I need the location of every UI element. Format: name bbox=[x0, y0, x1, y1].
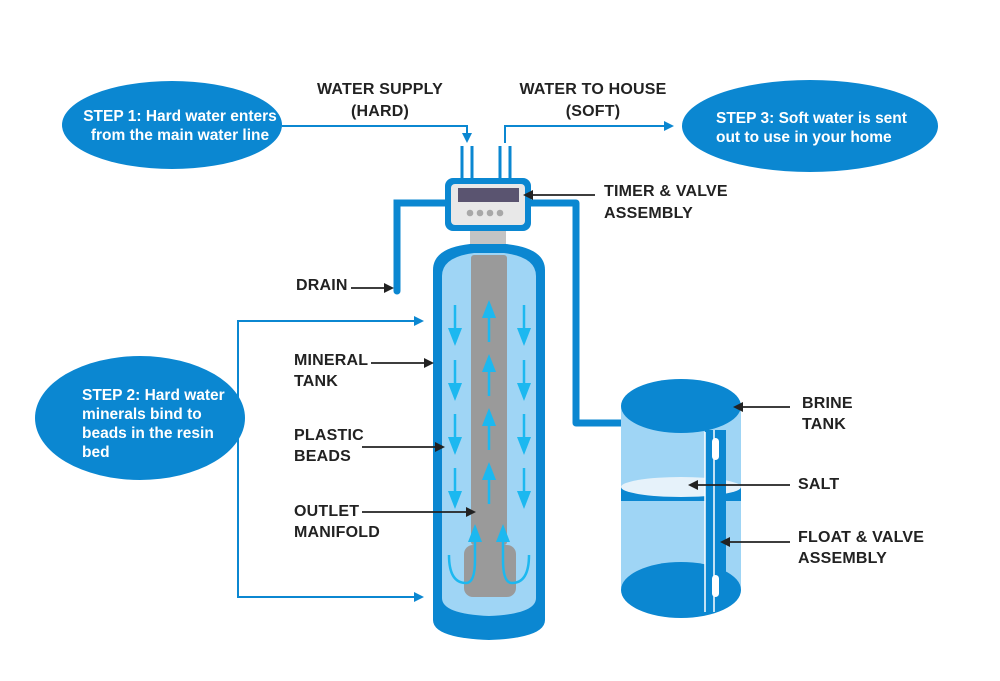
step-2-line-1: STEP 2: Hard water bbox=[82, 387, 225, 404]
step-2-line-3: beads in the resin bbox=[82, 425, 214, 442]
label-water-to-house: WATER TO HOUSE (SOFT) bbox=[519, 81, 666, 120]
svg-text:SALT: SALT bbox=[798, 476, 839, 493]
svg-text:WATER SUPPLY: WATER SUPPLY bbox=[317, 81, 443, 98]
outlet-manifold bbox=[471, 255, 507, 545]
float-lower bbox=[712, 575, 719, 597]
svg-text:MINERAL: MINERAL bbox=[294, 352, 368, 369]
control-button bbox=[486, 209, 494, 217]
svg-text:BEADS: BEADS bbox=[294, 448, 351, 465]
svg-text:TANK: TANK bbox=[294, 373, 338, 390]
label-plastic-beads: PLASTIC BEADS bbox=[294, 427, 445, 465]
svg-text:TIMER & VALVE: TIMER & VALVE bbox=[604, 183, 728, 200]
step-1-line-2: from the main water line bbox=[91, 127, 270, 144]
svg-text:ASSEMBLY: ASSEMBLY bbox=[798, 550, 887, 567]
drain-pipe bbox=[393, 199, 450, 295]
svg-text:WATER TO HOUSE: WATER TO HOUSE bbox=[519, 81, 666, 98]
step-3-line-2: out to use in your home bbox=[716, 129, 892, 146]
label-mineral-tank: MINERAL TANK bbox=[294, 352, 434, 390]
svg-text:OUTLET: OUTLET bbox=[294, 503, 359, 520]
step-2-line-4: bed bbox=[82, 444, 110, 461]
step-1-line-1: STEP 1: Hard water enters bbox=[83, 108, 277, 125]
label-salt: SALT bbox=[688, 476, 839, 493]
brine-tank bbox=[621, 379, 741, 618]
label-drain: DRAIN bbox=[296, 277, 394, 294]
step2-bracket-arrow bbox=[237, 320, 420, 598]
svg-text:(HARD): (HARD) bbox=[351, 103, 409, 120]
svg-text:PLASTIC: PLASTIC bbox=[294, 427, 364, 444]
control-button bbox=[496, 209, 504, 217]
svg-text:MANIFOLD: MANIFOLD bbox=[294, 524, 380, 541]
house-flow-arrow bbox=[504, 121, 674, 143]
timer-display bbox=[458, 188, 519, 202]
up-flow-arrows-center bbox=[482, 300, 496, 504]
label-float-valve: FLOAT & VALVE ASSEMBLY bbox=[720, 529, 924, 567]
label-timer-valve: TIMER & VALVE ASSEMBLY bbox=[523, 183, 728, 222]
step-2-bubble: STEP 2: Hard water minerals bind to bead… bbox=[35, 356, 245, 480]
svg-text:DRAIN: DRAIN bbox=[296, 277, 348, 294]
float-upper bbox=[712, 438, 719, 460]
label-outlet-manifold: OUTLET MANIFOLD bbox=[294, 503, 476, 541]
svg-text:ASSEMBLY: ASSEMBLY bbox=[604, 205, 693, 222]
label-brine-tank: BRINE TANK bbox=[733, 395, 853, 433]
label-water-supply: WATER SUPPLY (HARD) bbox=[317, 81, 443, 120]
down-flow-arrows-right bbox=[517, 305, 531, 509]
step-2-line-2: minerals bind to bbox=[82, 406, 202, 423]
timer-valve-head bbox=[445, 178, 531, 231]
step-1-bubble: STEP 1: Hard water enters from the main … bbox=[62, 81, 282, 169]
svg-text:TANK: TANK bbox=[802, 416, 846, 433]
step-3-bubble: STEP 3: Soft water is sent out to use in… bbox=[682, 80, 938, 172]
manifold-base bbox=[464, 545, 516, 597]
u-turn-flow-arrows bbox=[447, 524, 531, 585]
svg-text:FLOAT & VALVE: FLOAT & VALVE bbox=[798, 529, 924, 546]
inlet-pipes bbox=[460, 146, 512, 180]
supply-flow-arrow bbox=[282, 125, 472, 143]
control-button bbox=[476, 209, 484, 217]
control-button bbox=[466, 209, 474, 217]
down-flow-arrows-left bbox=[448, 305, 462, 509]
float-valve-rod bbox=[705, 430, 726, 608]
svg-text:BRINE: BRINE bbox=[802, 395, 853, 412]
step-3-line-1: STEP 3: Soft water is sent bbox=[716, 110, 907, 127]
brine-pipe bbox=[530, 199, 630, 427]
svg-text:(SOFT): (SOFT) bbox=[566, 103, 621, 120]
